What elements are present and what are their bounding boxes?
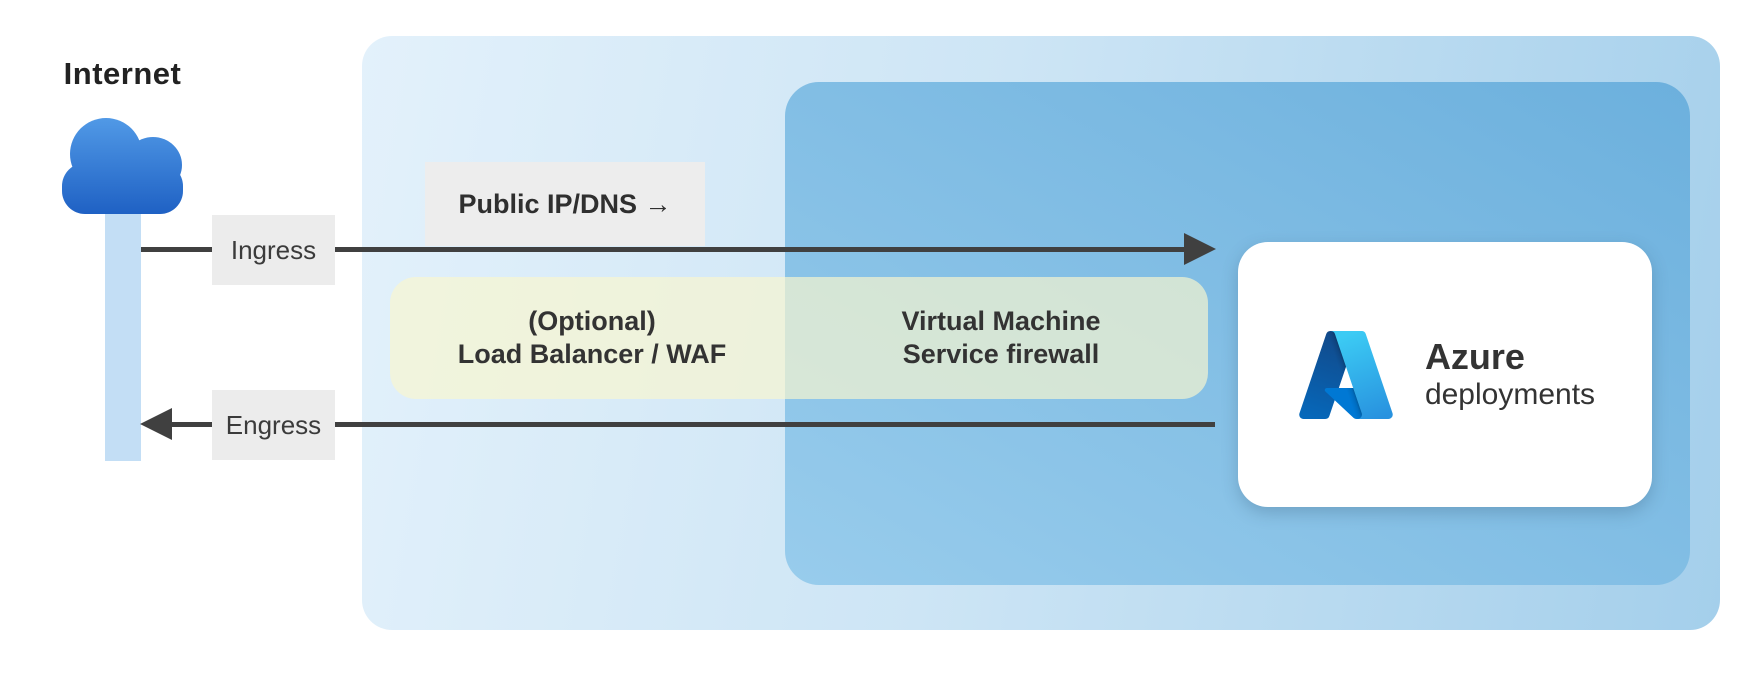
optional-load-balancer-box: (Optional) Load Balancer / WAF xyxy=(390,277,794,399)
engress-arrow-line xyxy=(168,422,1215,427)
engress-label: Engress xyxy=(212,390,335,460)
ingress-label: Ingress xyxy=(212,215,335,285)
internet-cloud-icon xyxy=(62,118,183,214)
vm-service-firewall-line1: Virtual Machine xyxy=(901,306,1101,336)
network-services-band: (Optional) Load Balancer / WAF Virtual M… xyxy=(390,277,1208,399)
azure-card-title: Azure xyxy=(1424,335,1525,377)
azure-logo-icon xyxy=(1299,330,1393,419)
optional-load-balancer-line2: Load Balancer / WAF xyxy=(457,339,727,369)
ingress-arrow-line xyxy=(141,247,1187,252)
internet-connection-bar xyxy=(105,200,141,461)
public-ip-dns-label: Public IP/DNS → xyxy=(425,162,705,246)
azure-deployments-card: Azure deployments xyxy=(1238,242,1652,507)
ingress-arrowhead-icon xyxy=(1184,233,1216,265)
optional-load-balancer-line1: (Optional) xyxy=(528,306,656,336)
internet-label: Internet xyxy=(63,56,182,91)
vm-service-firewall-line2: Service firewall xyxy=(902,339,1100,369)
azure-card-subtitle: deployments xyxy=(1424,377,1596,411)
engress-arrowhead-icon xyxy=(140,408,172,440)
vm-service-firewall-box: Virtual Machine Service firewall xyxy=(794,277,1208,399)
azure-card-text: Azure deployments xyxy=(1424,335,1596,413)
